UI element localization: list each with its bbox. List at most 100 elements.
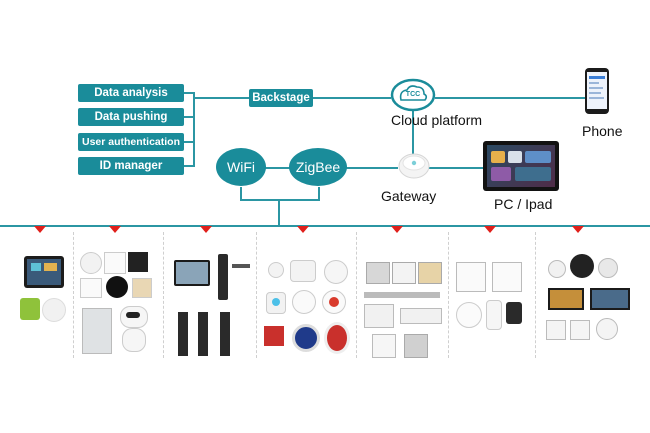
wall-switch-icon [104, 252, 126, 274]
alarm-icon [324, 322, 350, 354]
door-locks-group [170, 254, 254, 358]
marker-triangle [34, 226, 46, 233]
phone-icon [585, 68, 609, 114]
gateway-icon [397, 150, 431, 180]
black-switch-icon [128, 252, 148, 272]
connector-line [184, 92, 194, 94]
emergency-button-icon [264, 326, 284, 346]
cloud-logo-text: TCC [405, 91, 421, 98]
connector-line [193, 92, 195, 167]
group-divider [535, 232, 536, 358]
temp-sensor-icon [292, 290, 316, 314]
cameras-group [544, 254, 636, 350]
connector-line [184, 165, 194, 167]
green-panel-icon [20, 298, 40, 320]
control-panel-icon [24, 256, 64, 288]
cloud-icon [390, 78, 436, 112]
music-panel-icon [590, 288, 630, 310]
data-pushing-box: Data pushing [78, 108, 184, 126]
connector-line [346, 167, 398, 169]
media-panel-icon [548, 288, 584, 310]
marker-triangle [297, 226, 309, 233]
ir-hub-icon [106, 276, 128, 298]
sensors-group [262, 258, 354, 358]
pc-ipad-label: PC / Ipad [494, 196, 553, 212]
user-authentication-box: User authentication [78, 133, 184, 151]
connector-line [412, 110, 414, 154]
sos-button-icon [292, 324, 320, 352]
gateway-label: Gateway [381, 188, 437, 204]
switch-plate-icon [372, 334, 396, 358]
group-divider [448, 232, 449, 358]
connector-line [193, 97, 249, 99]
phone-label: Phone [582, 123, 623, 139]
connector-line [318, 187, 320, 200]
marker-triangle [200, 226, 212, 233]
siren-icon [322, 290, 346, 314]
connector-line [184, 141, 194, 143]
gold-switch-icon [132, 278, 152, 298]
camera-icon [548, 260, 566, 278]
curtain-rail-icon [364, 292, 440, 298]
connector-line [313, 97, 391, 99]
robot-icon [118, 306, 148, 352]
marker-triangle [484, 226, 496, 233]
round-switch-icon [80, 252, 102, 274]
connector-line [240, 187, 242, 200]
sockets-group [452, 260, 532, 340]
marker-triangle [572, 226, 584, 233]
connector-line [278, 199, 280, 226]
group-divider [256, 232, 257, 358]
video-intercom-icon [174, 260, 210, 286]
door-sensor-icon [290, 260, 316, 282]
smart-switches-group [78, 252, 160, 356]
marker-triangle [391, 226, 403, 233]
water-sensor-icon [266, 292, 286, 314]
ceiling-speaker-icon [596, 318, 618, 340]
connector-line [264, 167, 291, 169]
audio-switch-icon [546, 320, 566, 340]
wifi-label: WiFi [227, 159, 255, 175]
backstage-label: Backstage [252, 92, 310, 104]
audio-switch-icon [570, 320, 590, 340]
wall-switches-group [360, 258, 446, 358]
data-analysis-box: Data analysis [78, 84, 184, 102]
wall-socket-icon [456, 262, 486, 292]
tablet-icon [483, 141, 559, 191]
wifi-node: WiFi [216, 148, 266, 186]
zigbee-node: ZigBee [289, 148, 347, 186]
white-switch-icon [392, 262, 416, 284]
control-panels-group [20, 248, 72, 358]
ptz-camera-icon [570, 254, 594, 278]
switch-panel-icon [80, 278, 102, 298]
door-lock-icon [220, 312, 230, 356]
user-authentication-label: User authentication [81, 136, 181, 148]
glass-switch-icon [366, 262, 390, 284]
mini-hub-icon [42, 298, 66, 322]
group-divider [356, 232, 357, 358]
motion-sensor-icon [268, 262, 284, 278]
smoke-detector-icon [324, 260, 348, 284]
id-manager-label: ID manager [99, 160, 163, 172]
door-lock-icon [218, 254, 228, 300]
zigbee-label: ZigBee [295, 159, 341, 175]
door-lock-icon [178, 312, 188, 356]
data-pushing-label: Data pushing [94, 111, 168, 123]
group-divider [73, 232, 74, 358]
wall-socket-icon [492, 262, 522, 292]
door-handle-icon [232, 264, 250, 268]
connector-line [435, 97, 585, 99]
group-divider [163, 232, 164, 358]
curtain-motor-icon [364, 304, 394, 328]
cloud-platform-label: Cloud platform [391, 112, 483, 128]
gold-switch-icon [418, 262, 442, 284]
plug-adapter-icon [486, 300, 502, 330]
id-manager-box: ID manager [78, 157, 184, 175]
switch-plate-icon [404, 334, 428, 358]
backstage-box: Backstage [249, 89, 313, 107]
power-adapter-icon [506, 302, 522, 324]
smart-plug-icon [456, 302, 482, 328]
relay-module-icon [400, 308, 442, 324]
marker-triangle [109, 226, 121, 233]
speaker-icon [598, 258, 618, 278]
